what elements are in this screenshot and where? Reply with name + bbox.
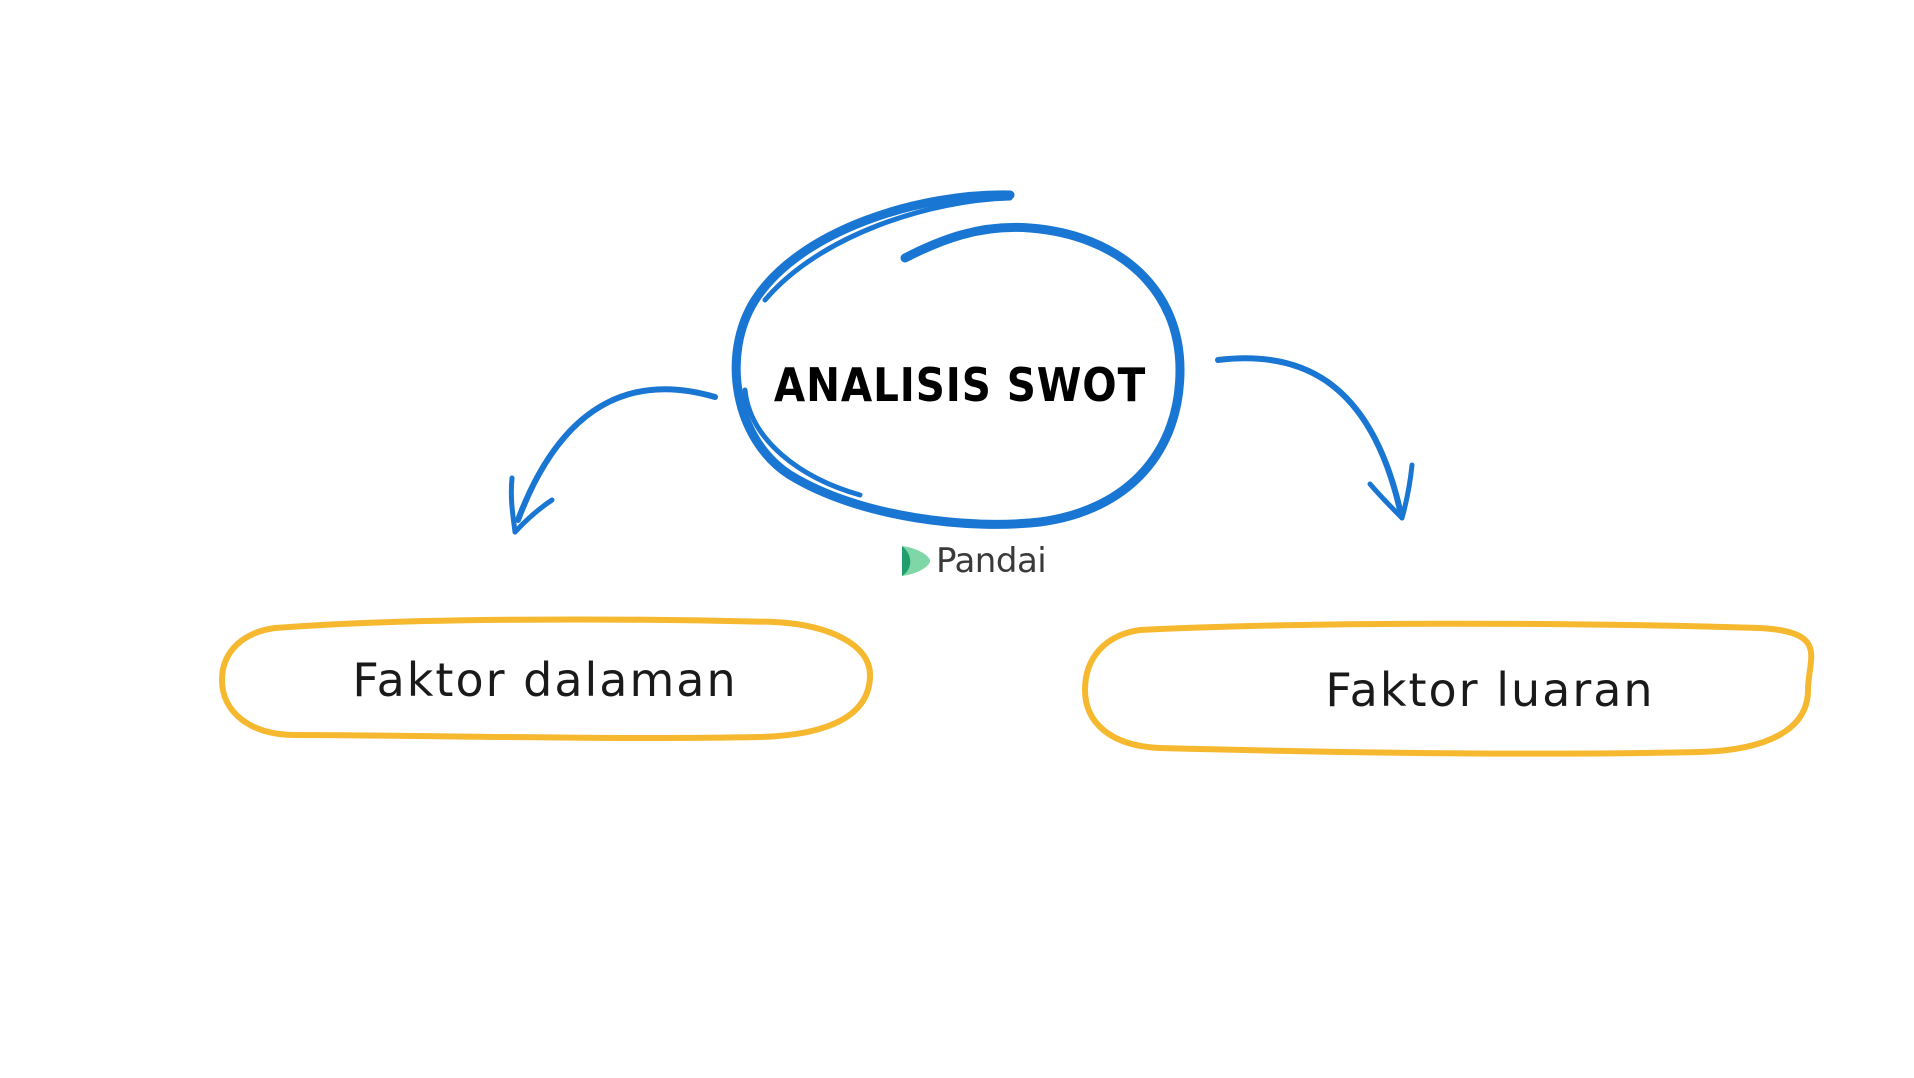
faktor-dalaman-outline	[218, 616, 874, 741]
title-circle	[731, 190, 1185, 529]
diagram-title: ANALISIS SWOT	[773, 358, 1147, 412]
faktor-luaran-outline	[1081, 620, 1815, 757]
brand-name: Pandai	[936, 541, 1047, 581]
arrow-to-faktor-luaran	[1215, 355, 1415, 521]
pandai-logo: Pandai	[900, 540, 1047, 582]
node-faktor-luaran: Faktor luaran	[1325, 663, 1655, 717]
arrow-to-faktor-dalaman	[508, 386, 718, 535]
leaf-logo-icon	[902, 546, 930, 576]
node-faktor-dalaman: Faktor dalaman	[352, 653, 738, 707]
